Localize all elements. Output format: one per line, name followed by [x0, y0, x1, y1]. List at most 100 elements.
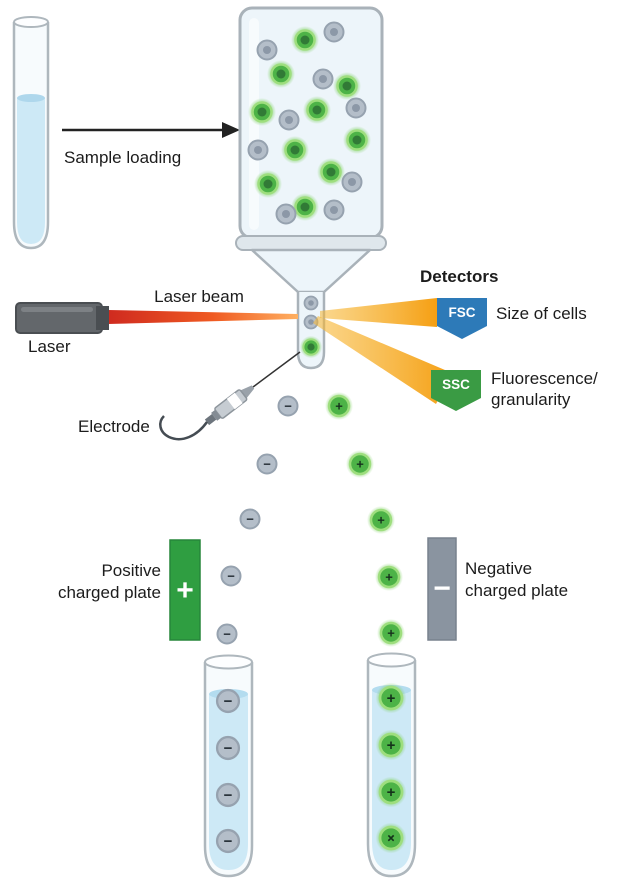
negative-droplet: − — [220, 565, 242, 587]
chamber-funnel — [250, 248, 372, 294]
minus-symbol: − — [223, 627, 231, 642]
plus-symbol: + — [387, 690, 396, 707]
plus-symbol: + — [385, 570, 393, 585]
fsc-badge-label: FSC — [449, 305, 476, 320]
gray-cell-icon — [323, 21, 345, 43]
gray-cell-icon — [275, 203, 297, 225]
sample-tube-liquid — [17, 98, 45, 244]
green-cell-icon — [301, 94, 333, 126]
sample-loading-label: Sample loading — [64, 148, 181, 167]
negative-droplet: − — [277, 395, 299, 417]
fsc-description: Size of cells — [496, 304, 587, 323]
positive-droplet: + — [323, 390, 355, 422]
sorted-cell-negative: − — [215, 828, 241, 854]
minus-symbol: − — [224, 740, 233, 757]
sorted-cell-negative: − — [215, 782, 241, 808]
green-cell-icon — [341, 124, 373, 156]
ssc-detector: SSC Fluorescence/ granularity — [431, 369, 598, 411]
electrode-lead-line — [252, 351, 301, 388]
sorted-cell-positive: + — [374, 728, 408, 762]
green-cell-icon — [298, 334, 324, 360]
laser-label: Laser — [28, 337, 71, 356]
green-cell-icon — [315, 156, 347, 188]
tube-rim — [204, 654, 253, 670]
negative-plate-label-line1: Negative — [465, 559, 532, 578]
gray-cell-icon — [256, 39, 278, 61]
fsc-detector: FSC Size of cells — [437, 298, 587, 339]
plate-minus-symbol: − — [433, 572, 451, 605]
tube-liquid — [209, 694, 248, 870]
sample-tube — [12, 16, 50, 250]
gray-cell-icon — [247, 139, 269, 161]
laser-beam-label: Laser beam — [154, 287, 244, 306]
positive-droplet: + — [365, 504, 397, 536]
minus-symbol: − — [224, 787, 233, 804]
negative-droplet: − — [256, 453, 278, 475]
negative-plate-label-line2: charged plate — [465, 581, 568, 600]
negative-droplet: − — [216, 623, 238, 645]
gray-cell-icon — [341, 171, 363, 193]
electrode-label: Electrode — [78, 417, 150, 436]
sample-tube-rim — [13, 16, 49, 28]
green-cell-icon — [331, 70, 363, 102]
minus-symbol: − — [224, 833, 233, 850]
sorted-cell-positive: + — [374, 681, 408, 715]
plus-symbol: + — [387, 737, 396, 754]
negative-charged-plate: − — [427, 537, 457, 641]
plate-plus-symbol: + — [176, 574, 194, 607]
ssc-beam-ray — [313, 316, 452, 404]
sorted-cell-negative: − — [215, 735, 241, 761]
sorted-cell-positive: + — [374, 821, 408, 855]
positive-droplet-stream: + + + + + — [323, 390, 407, 649]
tube-rim — [367, 652, 416, 668]
plus-symbol: + — [387, 784, 396, 801]
green-cell-icon — [265, 58, 297, 90]
plus-symbol: + — [387, 626, 395, 641]
minus-symbol: − — [224, 693, 233, 710]
sample-liquid-surface — [17, 94, 45, 102]
positive-charged-plate: + — [169, 539, 201, 641]
plus-symbol: + — [377, 513, 385, 528]
negative-droplet: − — [239, 508, 261, 530]
minus-symbol: − — [227, 569, 235, 584]
negative-plate-icon — [427, 537, 457, 641]
ssc-description-line1: Fluorescence/ — [491, 369, 598, 388]
gray-cell-icon — [312, 68, 334, 90]
sample-loading-arrow-icon — [62, 122, 240, 138]
minus-symbol: − — [263, 457, 271, 472]
positive-plate-icon — [169, 539, 201, 641]
gray-cell-icon — [303, 295, 319, 311]
laser-device-icon — [15, 302, 298, 334]
positive-plate-label-line1: Positive — [101, 561, 161, 580]
laser-beam-ray — [108, 310, 298, 324]
minus-symbol: − — [284, 399, 292, 414]
electrode-wire — [159, 415, 209, 441]
gray-cell-icon — [278, 109, 300, 131]
green-cell-icon — [289, 24, 321, 56]
plus-symbol: + — [356, 457, 364, 472]
detector-beams — [313, 298, 452, 404]
fsc-badge-icon — [437, 298, 487, 339]
green-cell-icon — [252, 168, 284, 200]
detectors-heading: Detectors — [420, 267, 498, 286]
positive-droplet: + — [373, 561, 405, 593]
ssc-badge-icon — [431, 370, 481, 411]
green-cell-icon — [279, 134, 311, 166]
laser-highlight — [21, 307, 93, 312]
positive-plate-label-line2: charged plate — [58, 583, 161, 602]
gray-cell-icon — [323, 199, 345, 221]
collection-tube-negative: − − − − — [203, 654, 254, 878]
green-cell-icon — [246, 96, 278, 128]
ssc-description-line2: granularity — [491, 390, 571, 409]
sorted-cell-negative: − — [215, 688, 241, 714]
electrode-device-icon — [159, 351, 301, 441]
minus-symbol: − — [246, 512, 254, 527]
negative-droplet-stream: − − − − − — [216, 395, 299, 645]
gray-cell-icon — [345, 97, 367, 119]
sorted-cell-positive: + — [374, 775, 408, 809]
chamber-collar — [235, 235, 387, 251]
positive-droplet: + — [375, 617, 407, 649]
collection-tube-positive: + + + + — [366, 652, 417, 878]
